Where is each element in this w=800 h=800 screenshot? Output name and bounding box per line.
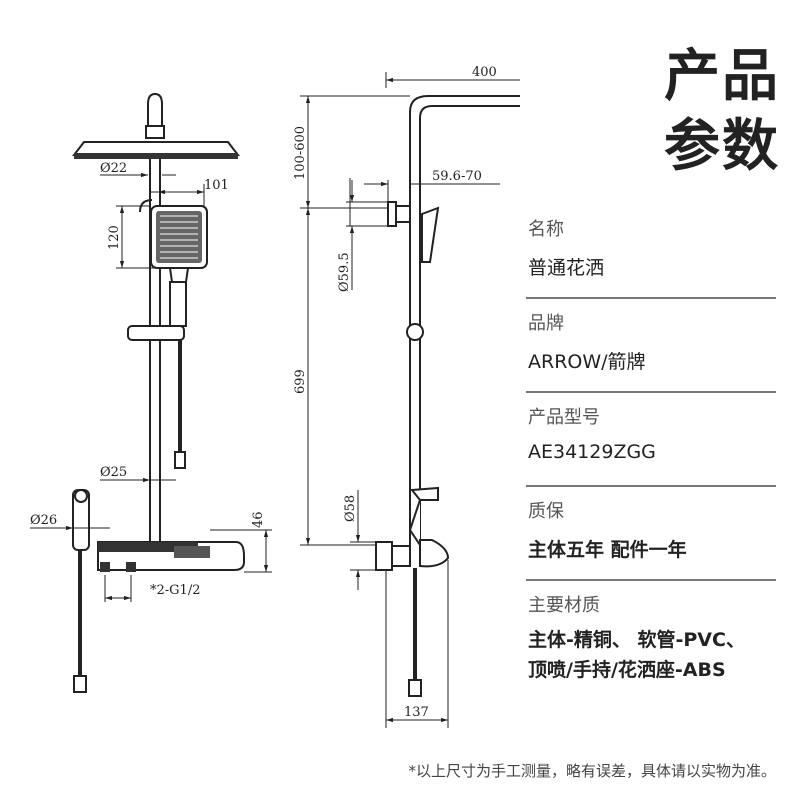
material-line-2: 顶喷/手持/花洒座-ABS	[528, 659, 726, 681]
spec-key: 质保	[528, 501, 564, 522]
front-dim-lines	[30, 172, 272, 602]
spec-material: 主要材质 主体-精铜、 软管-PVC、 顶喷/手持/花洒座-ABS	[526, 581, 776, 681]
dim-arm-length: 400	[472, 65, 497, 80]
dim-pipe-dia: Ø25	[100, 465, 127, 480]
dim-hand-height: 120	[107, 225, 122, 250]
spec-list: 名称 普通花洒 品牌 ARROW/箭牌 产品型号 AE34129ZGG 质保 主…	[526, 205, 776, 681]
spec-value: 普通花洒	[528, 257, 605, 279]
dim-height-range: 100-600	[293, 126, 308, 180]
dim-outlet-range: 59.6-70	[432, 169, 482, 184]
shower-dimension-diagram: Ø22 101 120 Ø25 Ø26 46 *2-G1/2 400 100-6…	[30, 65, 520, 728]
footnote: *以上尺寸为手工测量，略有误差，具体请以实物为准。	[408, 762, 776, 780]
dim-head-conn-dia: Ø22	[100, 161, 127, 176]
spec-warranty: 质保 主体五年 配件一年	[526, 487, 776, 581]
dim-riser-height: 699	[293, 369, 308, 394]
spec-key: 品牌	[528, 313, 564, 334]
dim-valve-dia: Ø58	[343, 495, 358, 522]
title-line-2: 参数	[664, 114, 780, 179]
side-dim-lines	[300, 72, 520, 728]
dim-flange-dia: Ø59.5	[337, 252, 352, 292]
front-view	[71, 92, 245, 693]
spec-brand: 品牌 ARROW/箭牌	[526, 299, 776, 393]
spec-model: 产品型号 AE34129ZGG	[526, 393, 776, 487]
dim-handset-dia: Ø26	[30, 513, 57, 528]
spec-value: 主体-精铜、 软管-PVC、 顶喷/手持/花洒座-ABS	[528, 625, 788, 685]
material-line-1: 主体-精铜、 软管-PVC、	[528, 629, 745, 651]
dim-inlet: *2-G1/2	[150, 583, 200, 598]
spec-key: 主要材质	[528, 595, 600, 616]
page-title: 产品 参数	[640, 42, 780, 182]
spec-key: 产品型号	[528, 407, 600, 428]
dim-hand-offset: 101	[204, 178, 229, 193]
dim-shelf-height: 46	[251, 511, 266, 528]
title-line-1: 产品	[664, 44, 780, 109]
spec-name: 名称 普通花洒	[526, 205, 776, 299]
spec-value: ARROW/箭牌	[528, 351, 646, 373]
spec-value: 主体五年 配件一年	[528, 539, 687, 561]
spec-key: 名称	[528, 219, 564, 240]
dim-depth: 137	[404, 705, 429, 720]
spec-value: AE34129ZGG	[528, 441, 656, 463]
